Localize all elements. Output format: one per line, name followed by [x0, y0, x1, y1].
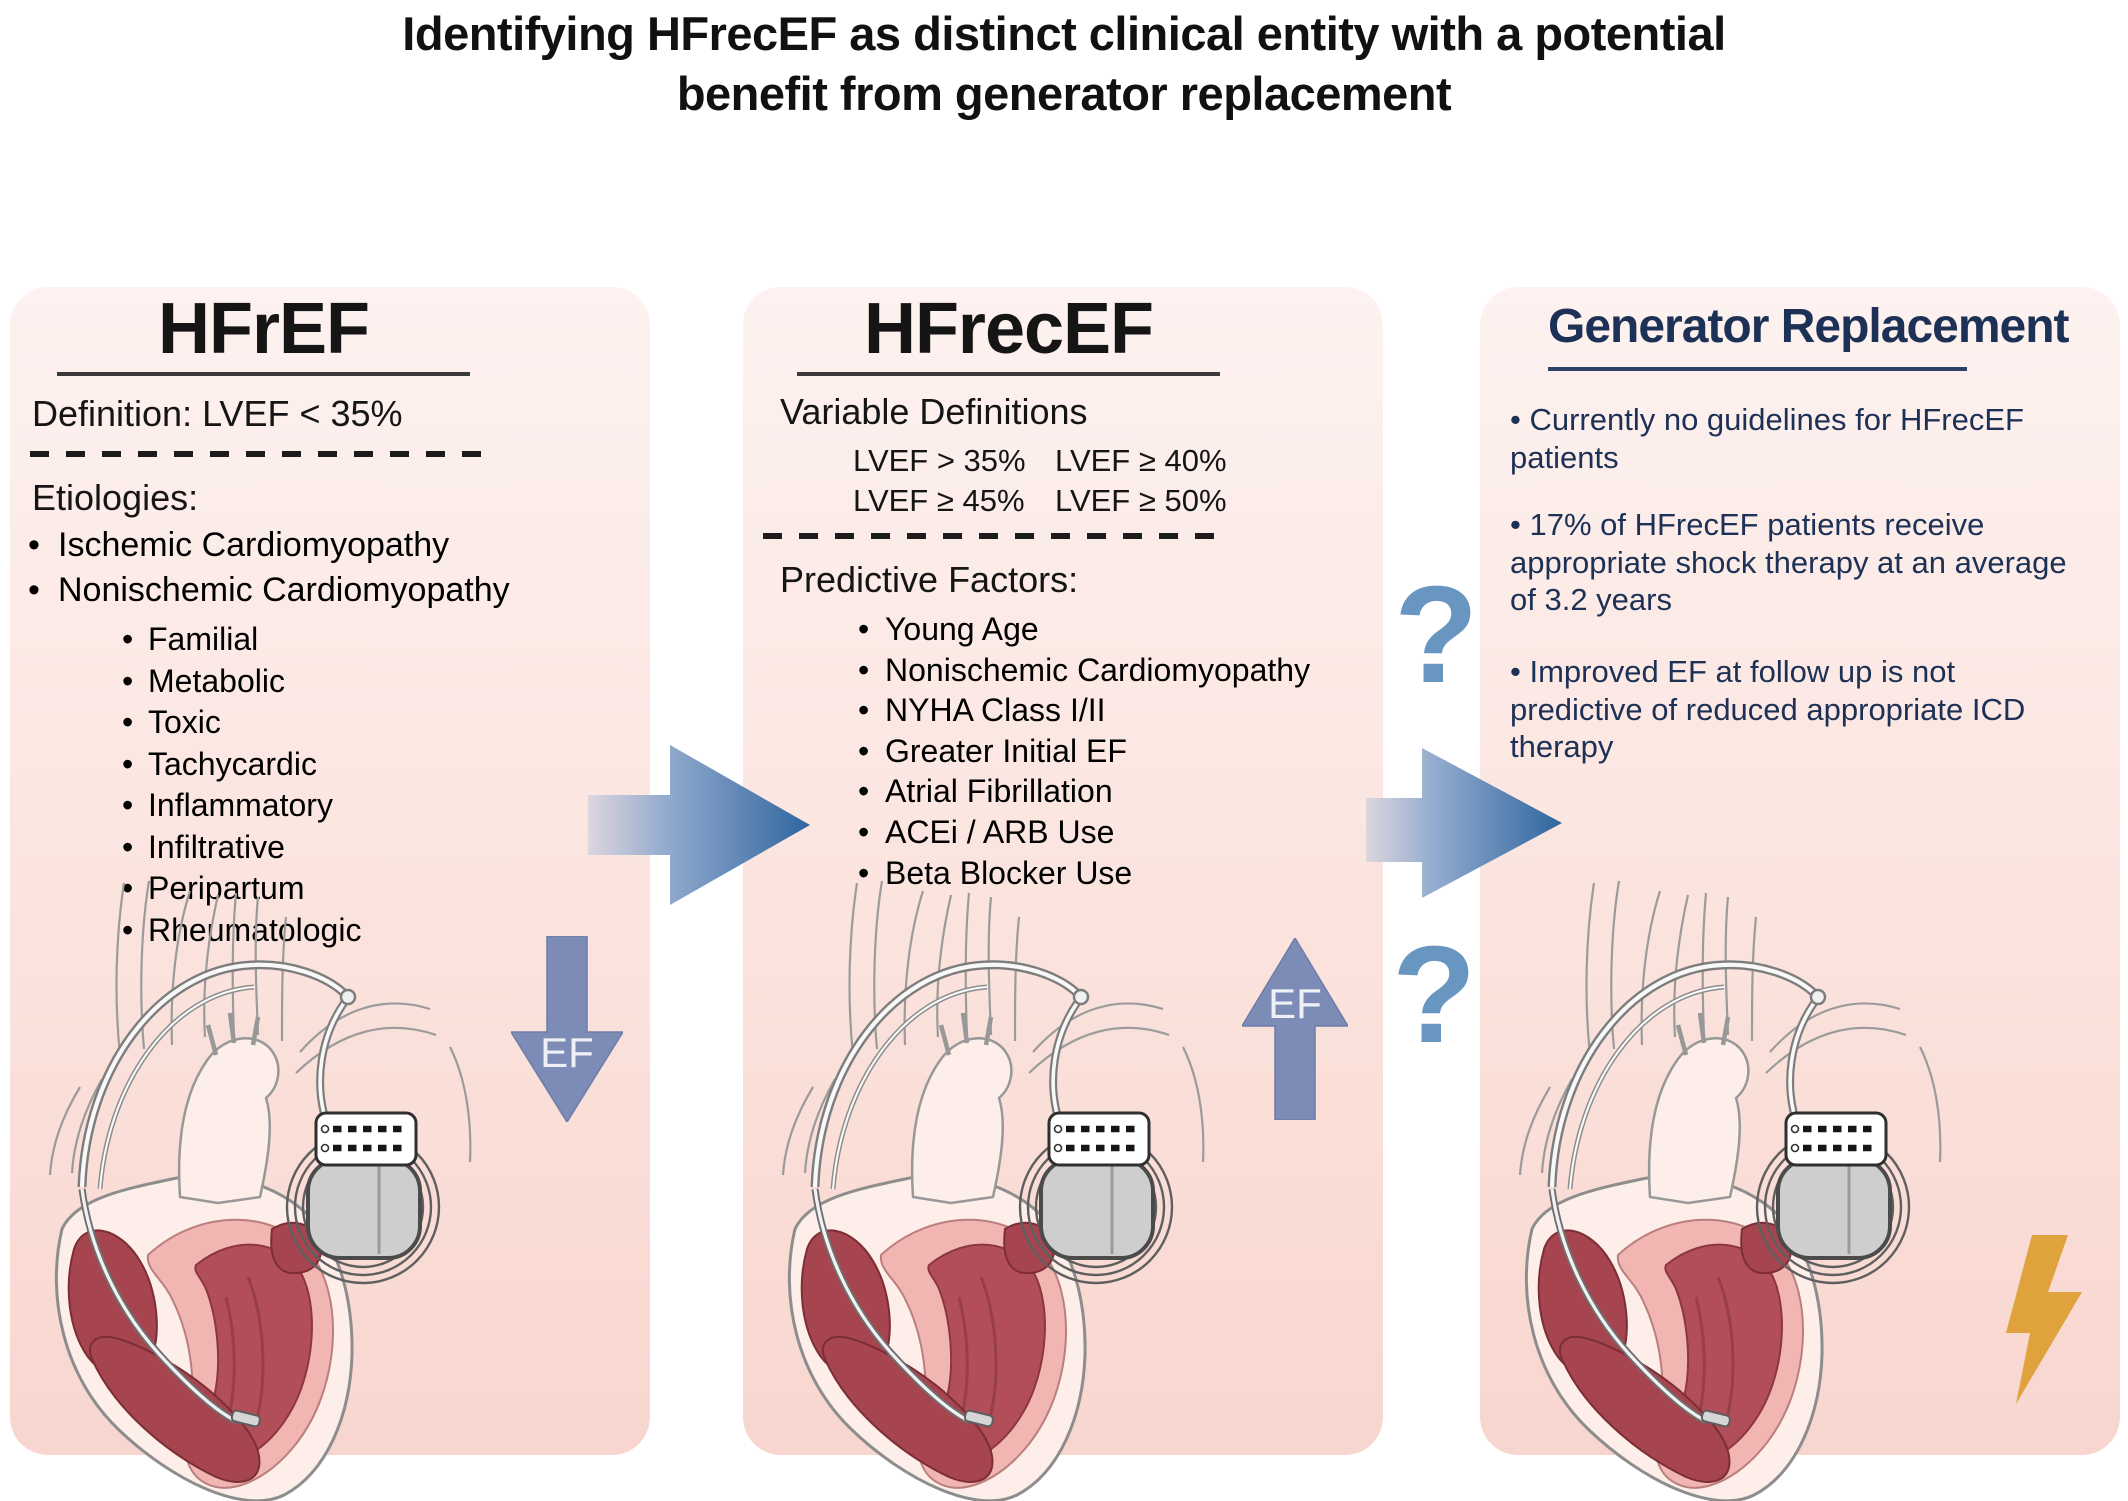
hfref-header-block: HFrEF: [57, 293, 470, 376]
list-item: Nonischemic Cardiomyopathy: [858, 650, 1310, 691]
ef-up-arrow-label: EF: [1268, 980, 1322, 1027]
hfrecef-variable-definitions-label: Variable Definitions: [780, 391, 1088, 432]
heart-icd-illustration: [20, 877, 490, 1501]
ef-up-arrow-icon: EF: [1242, 938, 1348, 1120]
list-item: Young Age: [858, 609, 1310, 650]
lvef-definition: LVEF ≥ 50%: [1055, 483, 1227, 518]
flow-arrow-1-icon: [588, 745, 810, 905]
hfref-sub-etiologies-list: Familial Metabolic Toxic Tachycardic Inf…: [122, 619, 361, 951]
list-item: Familial: [122, 619, 361, 661]
hfrecef-header-rule: [797, 372, 1220, 376]
question-mark-icon: ?: [1392, 918, 1477, 1072]
list-item: NYHA Class I/II: [858, 690, 1310, 731]
figure-title-line1: Identifying HFrecEF as distinct clinical…: [402, 7, 1726, 60]
list-item: Beta Blocker Use: [858, 853, 1310, 894]
lightning-bolt-icon: [2006, 1235, 2082, 1404]
ef-down-arrow-label: EF: [540, 1029, 594, 1076]
list-item: Nonischemic Cardiomyopathy: [28, 568, 510, 613]
hfref-definition: Definition: LVEF < 35%: [32, 393, 403, 434]
generator-header-block: Generator Replacement: [1548, 300, 2070, 371]
ef-down-arrow-icon: EF: [511, 936, 623, 1122]
question-mark-icon: ?: [1394, 558, 1479, 712]
list-item: Tachycardic: [122, 744, 361, 786]
hfrecef-dashed-separator: [763, 533, 1221, 539]
generator-header: Generator Replacement: [1548, 300, 2070, 353]
lvef-definition: LVEF > 35%: [853, 443, 1026, 478]
panel-hfrecef: HFrecEF Variable Definitions LVEF > 35% …: [743, 287, 1383, 1455]
heart-icd-illustration: [1490, 877, 1960, 1501]
list-item: Ischemic Cardiomyopathy: [28, 523, 510, 568]
hfrecef-header: HFrecEF: [863, 289, 1154, 369]
figure-title-line2: benefit from generator replacement: [676, 67, 1452, 120]
heart-icd-illustration: [753, 877, 1223, 1501]
panel-generator-replacement: Generator Replacement Currently no guide…: [1480, 287, 2120, 1455]
figure-title: Identifying HFrecEF as distinct clinical…: [0, 4, 2128, 124]
list-item: Toxic: [122, 702, 361, 744]
hfref-etiologies-list: Ischemic Cardiomyopathy Nonischemic Card…: [28, 523, 510, 613]
lvef-definition: LVEF ≥ 45%: [853, 483, 1025, 518]
hfref-dashed-separator: [30, 451, 488, 457]
flow-arrow-2-icon: [1366, 748, 1562, 898]
hfrecef-predictive-label: Predictive Factors:: [780, 559, 1079, 600]
list-item: Infiltrative: [122, 827, 361, 869]
list-item: Metabolic: [122, 661, 361, 703]
panel-hfref: HFrEF Definition: LVEF < 35% Etiologies:…: [10, 287, 650, 1455]
list-item: ACEi / ARB Use: [858, 812, 1310, 853]
lvef-definition: LVEF ≥ 40%: [1055, 443, 1227, 478]
list-item: Greater Initial EF: [858, 731, 1310, 772]
list-item: Peripartum: [122, 868, 361, 910]
list-item: Inflammatory: [122, 785, 361, 827]
list-item: Atrial Fibrillation: [858, 771, 1310, 812]
hfref-header-rule: [57, 372, 470, 376]
hfrecef-header-block: HFrecEF: [797, 293, 1220, 376]
generator-header-rule: [1548, 367, 1967, 371]
generator-bullet: Improved EF at follow up is not predicti…: [1510, 653, 2070, 766]
hfref-etiologies-label: Etiologies:: [32, 477, 199, 518]
hfrecef-predictive-list: Young Age Nonischemic Cardiomyopathy NYH…: [858, 609, 1310, 893]
generator-bullet: Currently no guidelines for HFrecEF pati…: [1510, 401, 2070, 476]
generator-bullet: 17% of HFrecEF patients receive appropri…: [1510, 506, 2070, 619]
hfref-header: HFrEF: [158, 289, 370, 369]
